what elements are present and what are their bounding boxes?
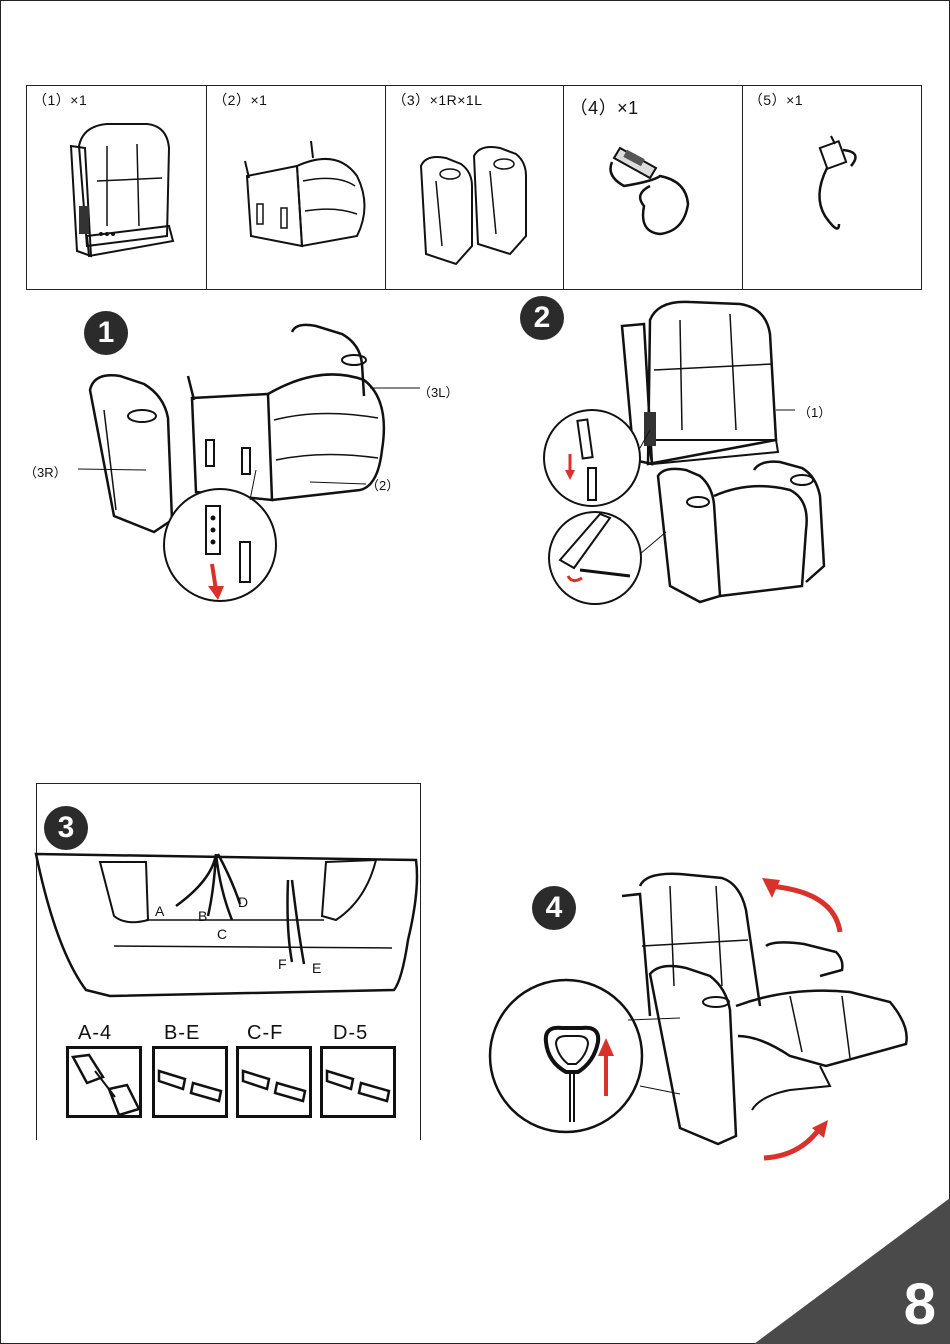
- parts-table: （1）×1 （2）×1 （3）×1R×1L: [26, 85, 922, 290]
- plug-connector-icon: [239, 1049, 309, 1115]
- step1-illustration: [60, 320, 480, 610]
- connection-label-a4: A-4: [78, 1022, 112, 1045]
- cable-letter-f: F: [278, 956, 287, 972]
- callout-1: （1）: [798, 402, 831, 421]
- page-number: 8: [904, 1271, 936, 1338]
- step2-illustration: [540, 300, 840, 605]
- connector-box-cf: [236, 1046, 312, 1118]
- part-cell-5: （5）×1: [743, 86, 921, 289]
- cable-letter-d: D: [238, 894, 248, 910]
- seat-base-icon: [207, 86, 386, 289]
- callout-3r: （3R）: [24, 462, 67, 481]
- part-cell-1: （1）×1: [27, 86, 207, 289]
- connection-label-be: B-E: [164, 1022, 200, 1045]
- plug-connector-icon: [155, 1049, 225, 1115]
- connector-box-be: [152, 1046, 228, 1118]
- power-adapter-icon: [743, 86, 922, 289]
- part-cell-4: （4）×1: [564, 86, 743, 289]
- callout-3l: （3L）: [418, 382, 458, 401]
- remote-control-icon: [564, 86, 743, 289]
- step4-recliner-illustration: [490, 866, 920, 1166]
- part-cell-2: （2）×1: [207, 86, 386, 289]
- plug-connector-icon: [69, 1049, 139, 1115]
- callout-2: （2）: [366, 475, 399, 494]
- cable-letter-b: B: [198, 908, 207, 924]
- connector-box-d5: [320, 1046, 396, 1118]
- step3-cable-illustration: [36, 850, 420, 1000]
- cable-letter-c: C: [217, 926, 227, 942]
- plug-connector-icon: [323, 1049, 393, 1115]
- cable-letter-e: E: [312, 960, 321, 976]
- armrests-icon: [386, 86, 563, 289]
- connection-label-d5: D-5: [333, 1022, 368, 1045]
- connector-box-a4: [66, 1046, 142, 1118]
- step-badge-3: 3: [44, 806, 88, 850]
- cable-letter-a: A: [155, 903, 164, 919]
- connection-label-cf: C-F: [247, 1022, 283, 1045]
- backrest-icon: [27, 86, 207, 289]
- part-cell-3: （3）×1R×1L: [386, 86, 563, 289]
